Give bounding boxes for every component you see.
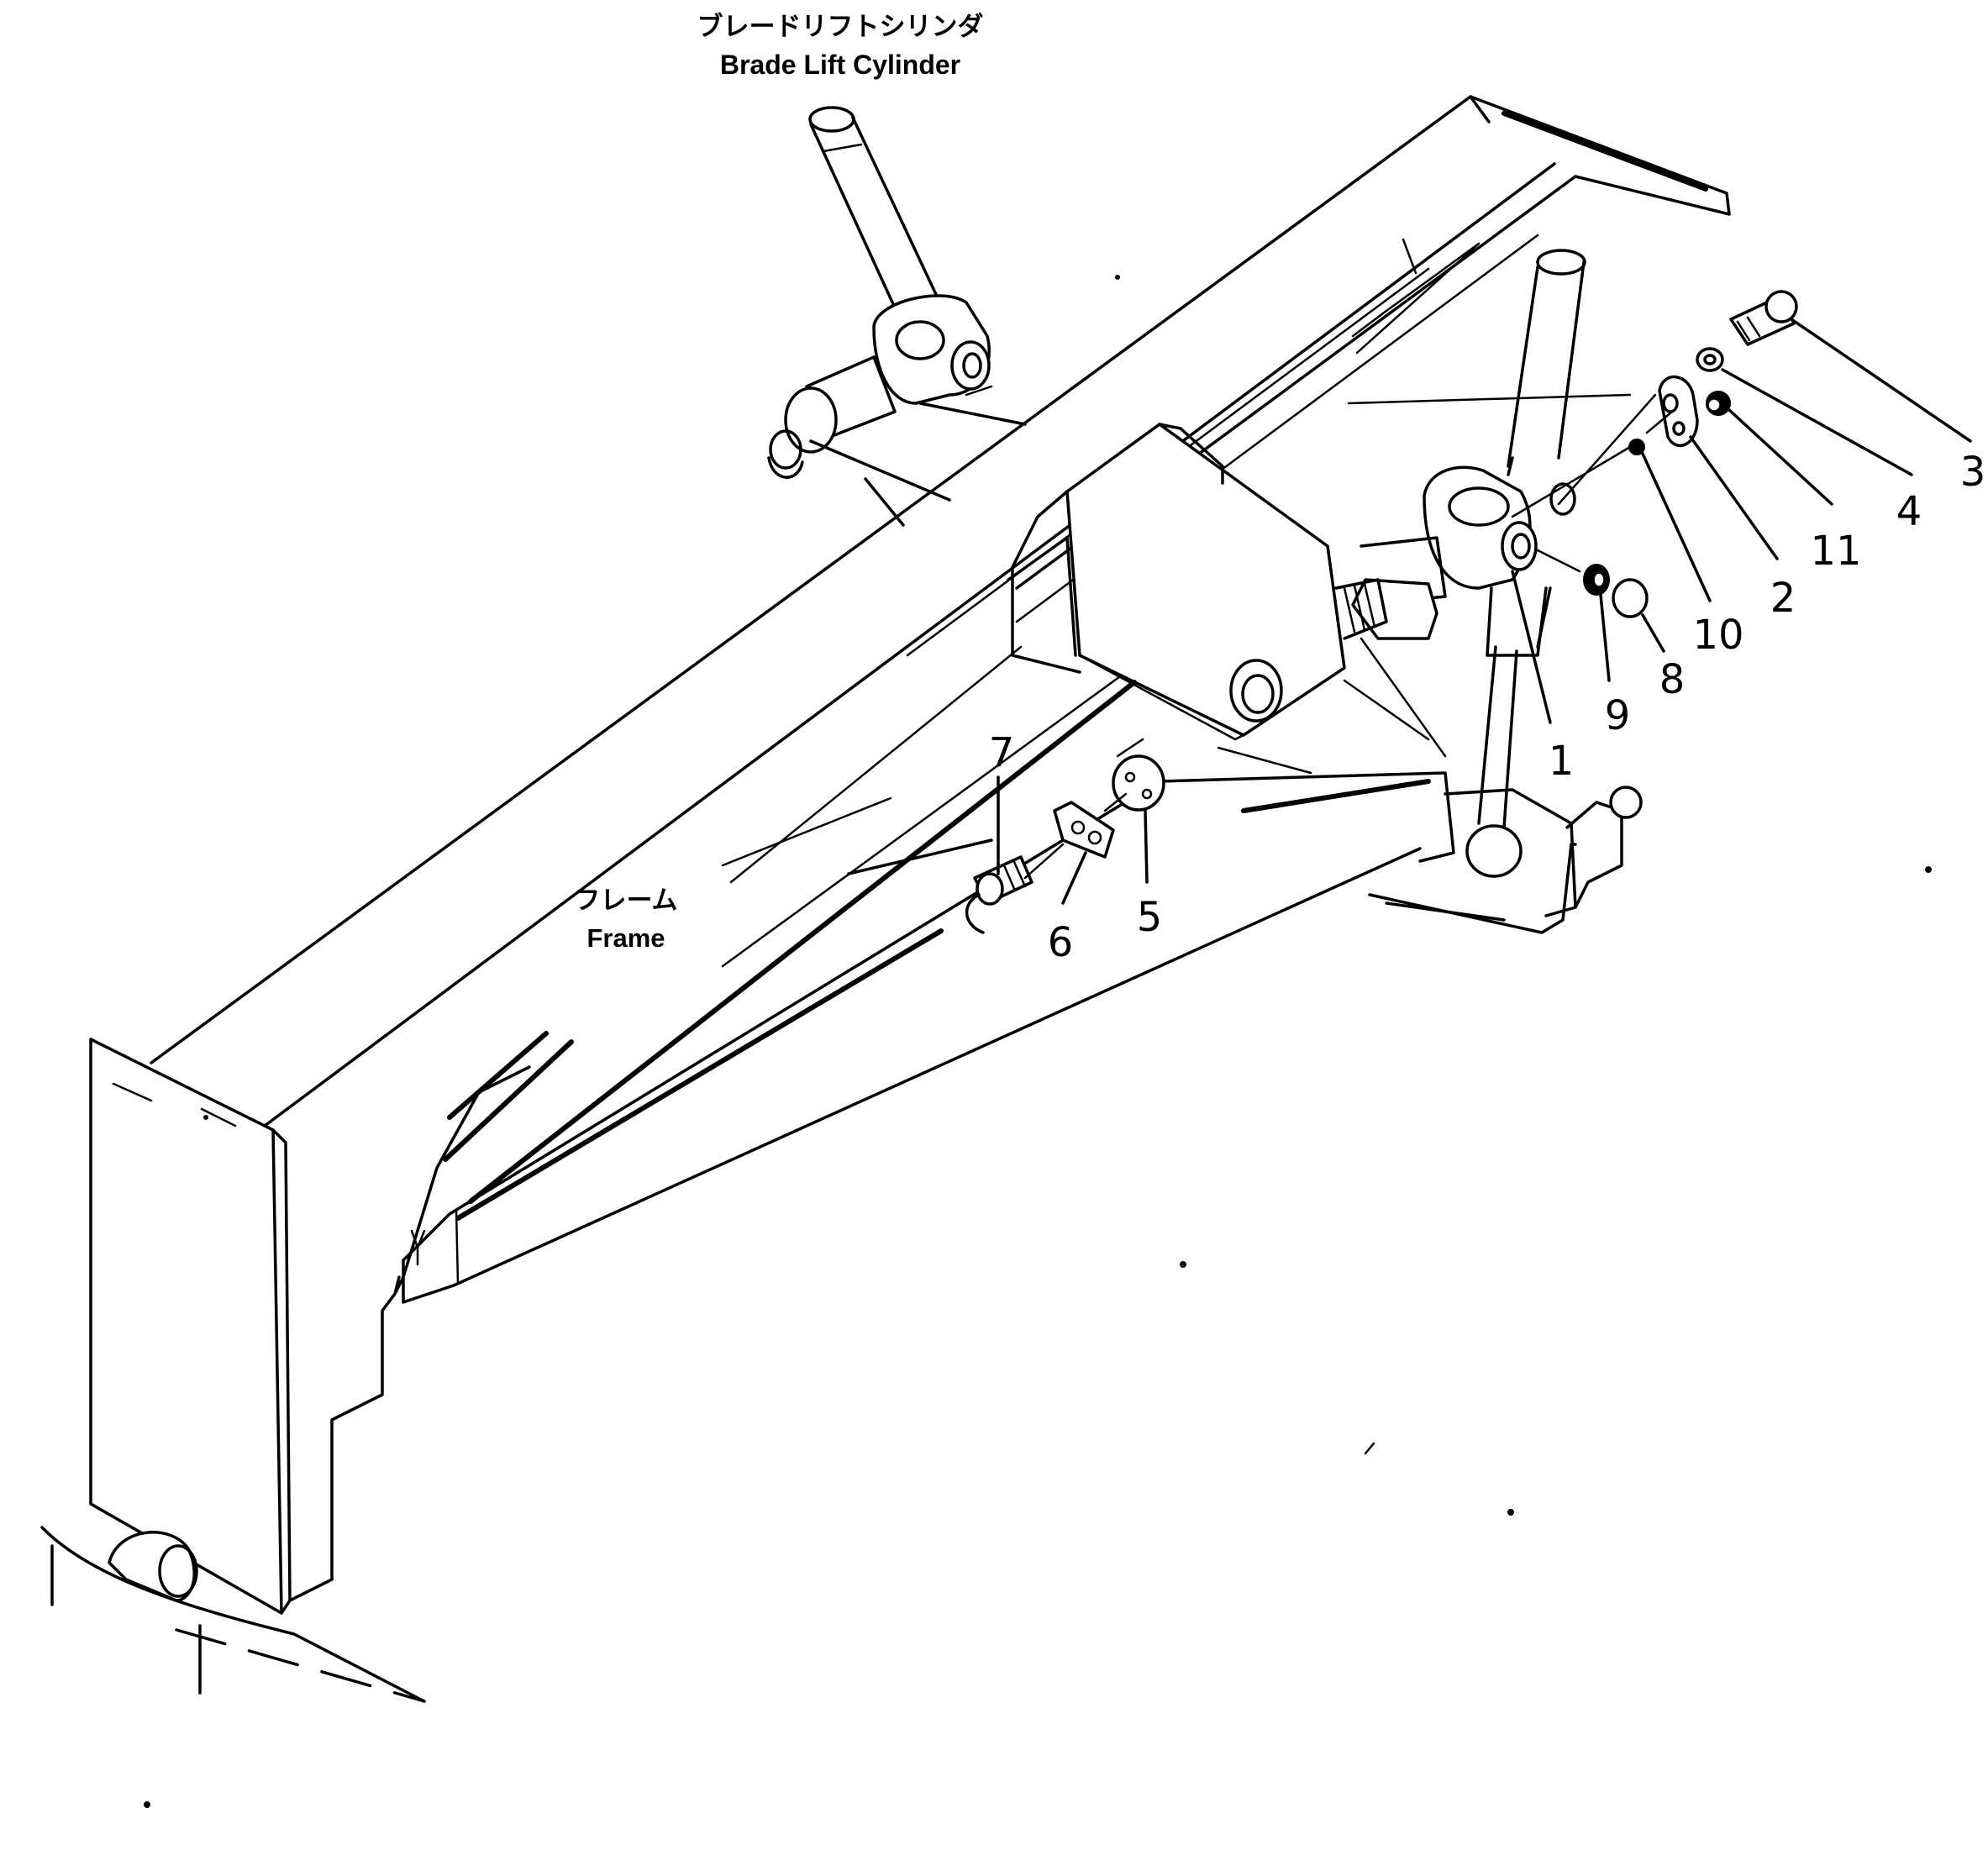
- threaded-stem: [1334, 578, 1388, 640]
- part-11-nut: [1706, 391, 1731, 416]
- part-4-washer: [1696, 347, 1724, 372]
- ground-linkage: [40, 1526, 426, 1703]
- frame-label-jp: フレーム: [574, 886, 677, 915]
- callout-8: 8: [1659, 656, 1686, 703]
- callout-1: 1: [1549, 738, 1575, 785]
- callout-4: 4: [1896, 488, 1922, 535]
- frame-drawing: [89, 95, 1731, 1615]
- callout-2: 2: [1770, 575, 1796, 622]
- callout-7: 7: [989, 729, 1015, 776]
- leader-lines: [997, 318, 1972, 905]
- cylinder-label-jp: ブレードリフトシリンダ: [697, 12, 984, 41]
- part-8-bushing: [1612, 578, 1649, 618]
- part-6-plate: [1053, 801, 1115, 859]
- callout-9: 9: [1605, 692, 1631, 739]
- blade-lift-cylinder-right: [1334, 249, 1586, 829]
- part-2-plate: [1658, 376, 1699, 448]
- part-7-bolt: [965, 855, 1033, 934]
- cylinder-label-en: Brade Lift Cylinder: [720, 50, 960, 80]
- callout-3: 3: [1960, 449, 1986, 496]
- callout-6: 6: [1048, 919, 1074, 966]
- blade-lift-cylinder-left: [767, 106, 1027, 527]
- part-3-bolt: [1729, 290, 1798, 346]
- frame-label-en: Frame: [586, 923, 665, 953]
- callout-11: 11: [1810, 528, 1861, 575]
- scan-specks: [144, 275, 1932, 1808]
- part-5-spacer: [1112, 754, 1165, 812]
- callout-5: 5: [1137, 894, 1163, 941]
- part-9-seal: [1583, 564, 1610, 596]
- part-10-grease-nipple: [1628, 439, 1645, 455]
- callout-10: 10: [1692, 612, 1743, 659]
